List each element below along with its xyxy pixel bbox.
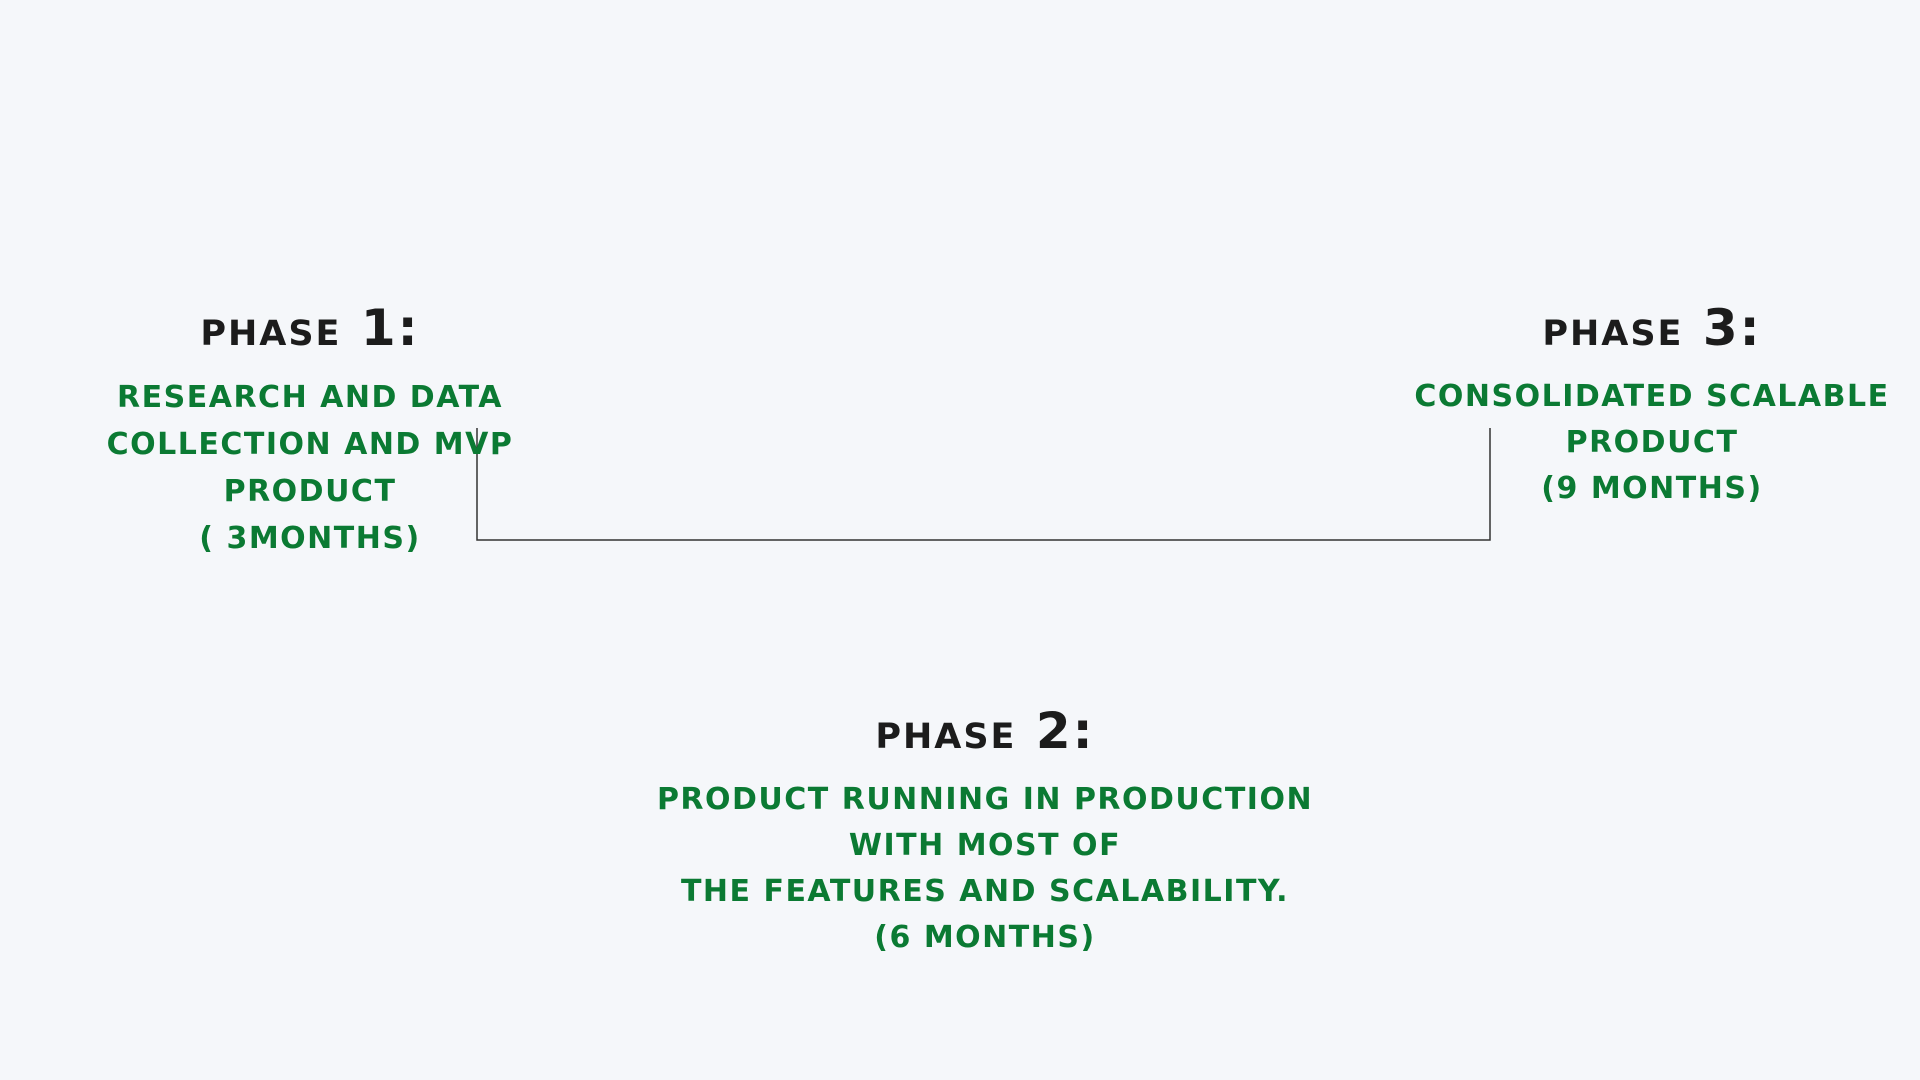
phase-3-title: PHASE 3: xyxy=(1388,302,1916,354)
phase-3-description-line-1: CONSOLIDATED SCALABLE PRODUCT xyxy=(1414,379,1890,460)
phase-2-description-line-1: PRODUCT RUNNING IN PRODUCTION WITH MOST … xyxy=(656,782,1314,863)
phase-1-description-line-2: PRODUCT xyxy=(223,474,397,509)
phase-1-title: PHASE 1: xyxy=(0,302,620,354)
phase-1-block: PHASE 1: RESEARCH AND DATA COLLECTION AN… xyxy=(0,302,620,562)
phase-1-title-word: PHASE xyxy=(200,299,342,357)
phase-3-title-number: 3: xyxy=(1702,299,1762,357)
phase-2-title-word: PHASE xyxy=(875,702,1017,760)
phase-1-duration: ( 3MONTHS) xyxy=(199,521,421,556)
phase-3-block: PHASE 3: CONSOLIDATED SCALABLE PRODUCT (… xyxy=(1388,302,1916,512)
phase-2-title: PHASE 2: xyxy=(620,705,1350,757)
bracket-line xyxy=(476,428,1491,541)
phase-3-title-word: PHASE xyxy=(1542,299,1684,357)
phase-2-duration: (6 MONTHS) xyxy=(874,920,1096,955)
phase-2-description-line-2: THE FEATURES AND SCALABILITY. xyxy=(680,874,1290,909)
phase-1-description-line-1: RESEARCH AND DATA COLLECTION AND MVP xyxy=(106,380,514,462)
phase-2-block: PHASE 2: PRODUCT RUNNING IN PRODUCTION W… xyxy=(620,705,1350,961)
phase-2-title-number: 2: xyxy=(1035,702,1095,760)
phase-3-duration: (9 MONTHS) xyxy=(1541,471,1763,506)
phase-1-title-number: 1: xyxy=(360,299,420,357)
